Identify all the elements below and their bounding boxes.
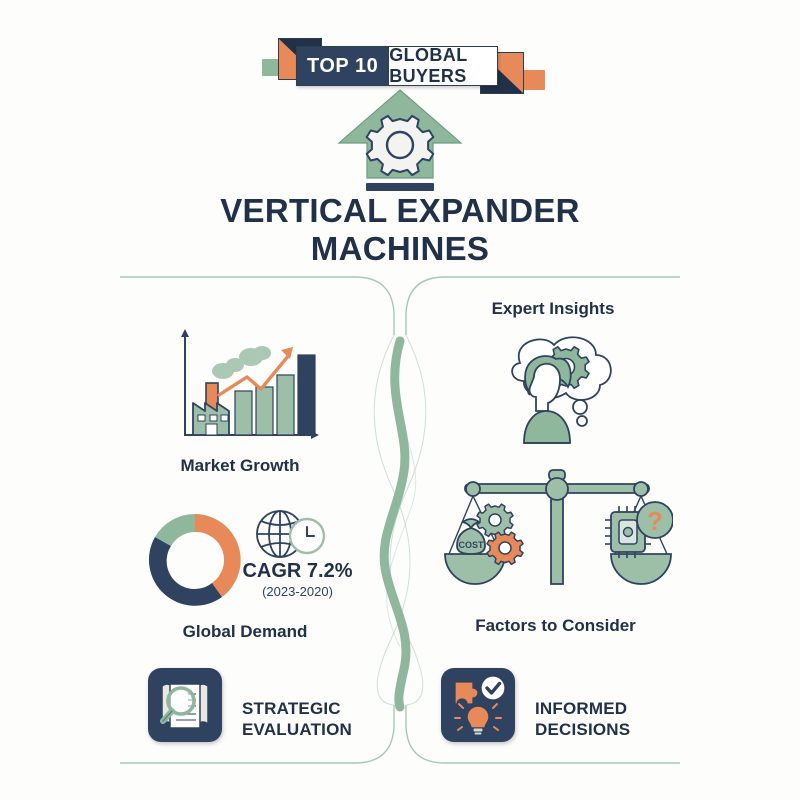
head <box>528 362 561 412</box>
frame-top-left-rail <box>120 276 395 335</box>
chart-bars <box>234 354 316 436</box>
frame-top-right-rail <box>405 276 680 335</box>
hero-base-bar <box>366 183 434 191</box>
divider-tendril-left <box>373 334 411 706</box>
donut-segment-2 <box>148 537 222 606</box>
badge-left-line2: EVALUATION <box>242 720 352 740</box>
badge-right-line1: INFORMED <box>535 699 628 718</box>
label-factors-to-consider: Factors to Consider <box>475 616 636 635</box>
smoke-clouds <box>212 346 271 379</box>
label-global-demand: Global Demand <box>182 622 308 641</box>
gear-icon <box>365 114 435 177</box>
svg-text:?: ? <box>647 506 663 536</box>
banner-plate: TOP 10 GLOBAL BUYERS <box>296 45 498 86</box>
scale-pan-right <box>610 553 672 585</box>
badge-left-line1: STRATEGIC <box>242 699 341 718</box>
frame-bottom-right-rail <box>405 705 680 764</box>
banner: TOP 10 GLOBAL BUYERS <box>0 14 800 94</box>
bar-chart-factory-icon <box>165 325 325 450</box>
globe-clock-icon <box>250 503 332 565</box>
cagr-block: CAGR 7.2% (2023-2020) <box>240 560 355 599</box>
badge-informed-decisions-label: INFORMED DECISIONS <box>535 698 705 741</box>
donut-chart-icon <box>135 500 255 620</box>
page-title-line1: VERTICAL EXPANDER <box>220 192 580 229</box>
label-expert-insights: Expert Insights <box>491 299 615 318</box>
cagr-range: (2023-2020) <box>262 584 333 599</box>
money-bag-icon: COST <box>456 518 486 555</box>
bulb-rays <box>454 703 502 731</box>
divider-tendril-right <box>389 334 427 706</box>
balance-scale-icon: COST <box>443 462 674 587</box>
badge-strategic-evaluation-label: STRATEGIC EVALUATION <box>242 698 412 741</box>
gear-orange-icon <box>486 531 524 566</box>
badge-strategic-evaluation[interactable] <box>148 668 222 742</box>
person-thought-gear-icon <box>482 325 632 447</box>
page-title-line2: MACHINES <box>310 230 490 268</box>
donut-segment-3 <box>155 513 195 546</box>
question-mark-icon: ? <box>636 501 674 539</box>
cost-label: COST <box>458 540 484 550</box>
badge-informed-decisions[interactable] <box>441 668 515 742</box>
document-magnifier-icon <box>160 683 209 729</box>
badge-right-line2: DECISIONS <box>535 720 631 740</box>
page-title: VERTICAL EXPANDER MACHINES <box>120 192 680 269</box>
cagr-value: CAGR 7.2% <box>242 560 353 582</box>
label-market-growth: Market Growth <box>180 456 300 475</box>
banner-rank-label: TOP 10 <box>297 47 390 85</box>
frame-bottom-left-rail <box>120 705 395 764</box>
hero-arrow-group <box>330 86 470 192</box>
trend-arrow-icon <box>217 353 291 397</box>
donut-segment-1 <box>195 514 241 597</box>
gear-green-icon <box>476 503 514 538</box>
puzzle-lightbulb-check-icon <box>454 675 506 736</box>
factory-icon <box>192 402 230 436</box>
body <box>523 410 571 444</box>
layout-divider <box>0 255 800 785</box>
banner-title-label: GLOBAL BUYERS <box>389 45 468 86</box>
divider-spine <box>379 336 411 712</box>
